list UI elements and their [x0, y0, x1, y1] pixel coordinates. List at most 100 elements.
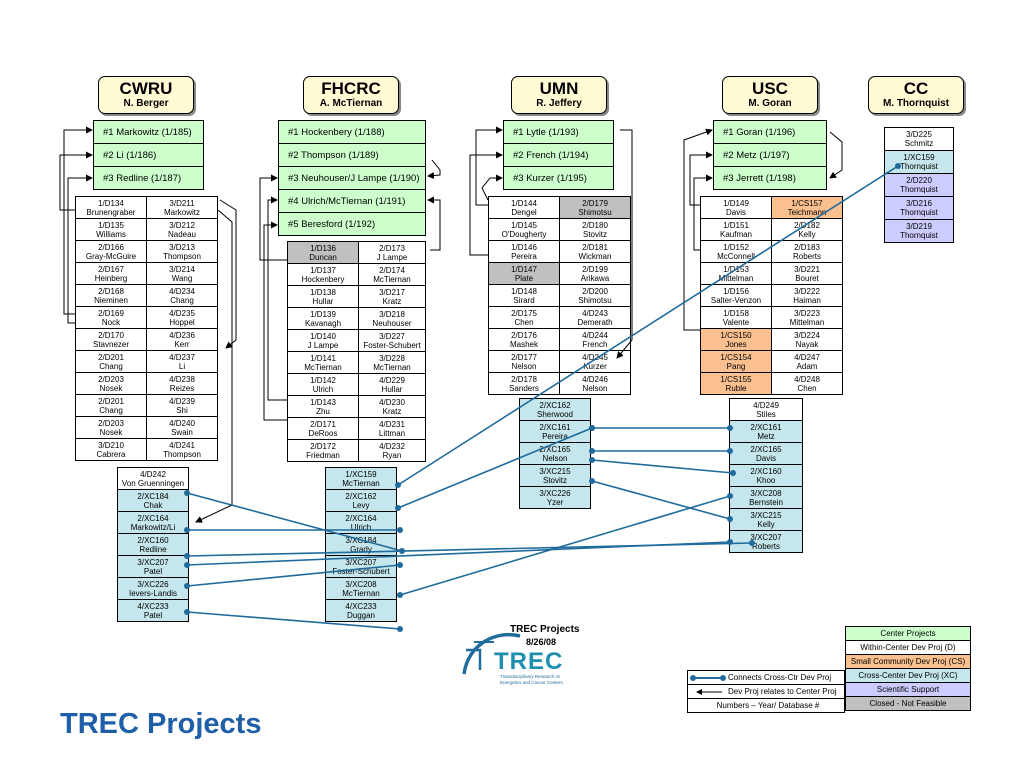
arrow-left-icon: [696, 688, 722, 695]
relation-arrow: [263, 221, 287, 421]
xc-connector-dot: [589, 448, 595, 454]
dev-investigator: Foster-Schubert: [332, 566, 390, 576]
relation-arrow: [475, 126, 503, 206]
dev-investigator: Bouret: [795, 273, 819, 283]
xc-connector-dot: [730, 470, 736, 476]
relation-arrow: [693, 174, 713, 251]
dev-id: 2/D170: [98, 330, 124, 340]
dev-investigator: Kratz: [382, 296, 402, 306]
key-item: Connects Cross-Ctr Dev Proj: [687, 670, 845, 685]
dev-investigator: Friedman: [306, 450, 340, 460]
xc-connector: [399, 495, 731, 596]
dev-row: 1/D151Kaufman2/D182Kelly: [700, 218, 843, 241]
dev-investigator: Shimotsu: [578, 295, 612, 305]
project-umn-1: #1 Lytle (1/193): [503, 120, 614, 144]
dev-id: 3/XC215: [750, 510, 782, 520]
dev-investigator: Ruble: [725, 383, 747, 393]
dev-id: 2/D201: [98, 352, 124, 362]
dev-id: 1/D146: [511, 242, 537, 252]
xc-connector: [186, 564, 401, 587]
center-lead: R. Jeffery: [536, 98, 582, 109]
dev-investigator: Li: [178, 361, 186, 371]
xc-connector-dot: [397, 562, 403, 568]
dev-investigator: Markowitz/Li: [130, 522, 176, 532]
dev-investigator: Chang: [99, 405, 123, 415]
dev-investigator: Nayak: [795, 339, 819, 349]
dev-investigator: Von Gruenningen: [121, 478, 185, 488]
dev-id: 4/D239: [169, 396, 195, 406]
dev-investigator: Kelly: [798, 229, 816, 239]
dev-id: 3/D216: [906, 199, 932, 208]
dev-investigator: Davis: [725, 207, 746, 217]
logo-tagline-2: Energetics and Cancer Centers: [500, 680, 563, 685]
dev-investigator: Patel: [143, 610, 163, 620]
dev-investigator: J Lampe: [307, 340, 339, 350]
xc-connector-dot: [727, 539, 733, 545]
center-name: USC: [752, 79, 788, 98]
dev-id: 2/D200: [582, 286, 608, 296]
dev-id: 3/XC208: [345, 579, 377, 589]
dev-id: 1/D140: [310, 331, 336, 341]
relation-arrow: [195, 209, 233, 523]
dev-investigator: Nelson: [511, 361, 537, 371]
xc-connector-dot: [397, 626, 403, 632]
xc-connector: [591, 459, 734, 474]
dev-investigator: Sanders: [509, 383, 539, 393]
dev-id: 1/CS150: [720, 330, 752, 340]
center-name: CWRU: [119, 79, 173, 98]
dev-investigator: Sirard: [513, 295, 535, 305]
xc-connector: [397, 427, 593, 509]
dev-id: 4/D244: [582, 330, 608, 340]
xc-connector-dot: [589, 457, 595, 463]
xc-connector-dot: [395, 482, 401, 488]
xc-connector-dot: [727, 425, 733, 431]
dev-investigator: Nelson: [542, 453, 568, 463]
relation-arrow: [469, 151, 503, 256]
dev-investigator: DeRoos: [308, 428, 338, 438]
dev-id: 3/XC226: [137, 579, 169, 589]
xc-connector-dot: [589, 478, 595, 484]
logo-tagline-1: Transdisciplinary Research on: [500, 674, 561, 679]
dev-investigator: Hullar: [381, 384, 403, 394]
dev-investigator: Kelly: [757, 519, 775, 529]
dev-id: 3/XC226: [539, 488, 571, 498]
dev-investigator: Bernstein: [749, 497, 783, 507]
project-usc-2: #2 Metz (1/197): [713, 143, 827, 167]
dev-investigator: Ulrich: [312, 384, 334, 394]
xc-connector-dot: [397, 592, 403, 598]
arrow-left-icon: [688, 687, 728, 697]
dev-investigator: Plate: [514, 273, 534, 283]
dev-investigator: Davis: [755, 453, 776, 463]
dev-id: 1/D149: [723, 198, 749, 208]
xc-connector-dot: [184, 553, 190, 559]
center-lead: M. Goran: [748, 98, 792, 109]
dev-investigator: Chen: [514, 317, 534, 327]
dev-investigator: Khoo: [756, 475, 776, 485]
relation-arrow: [616, 129, 633, 359]
dev-investigator: Mashek: [509, 339, 538, 349]
dev-id: 4/D247: [794, 352, 820, 362]
dev-id: 3/D225: [906, 130, 932, 139]
dev-investigator: McTiernan: [342, 478, 380, 488]
dev-id: 1/D137: [310, 265, 336, 275]
relation-arrow: [427, 196, 441, 251]
dev-investigator: Teichmann: [787, 207, 827, 217]
dev-investigator: Redline: [139, 544, 167, 554]
dev-investigator: Patel: [143, 566, 163, 576]
